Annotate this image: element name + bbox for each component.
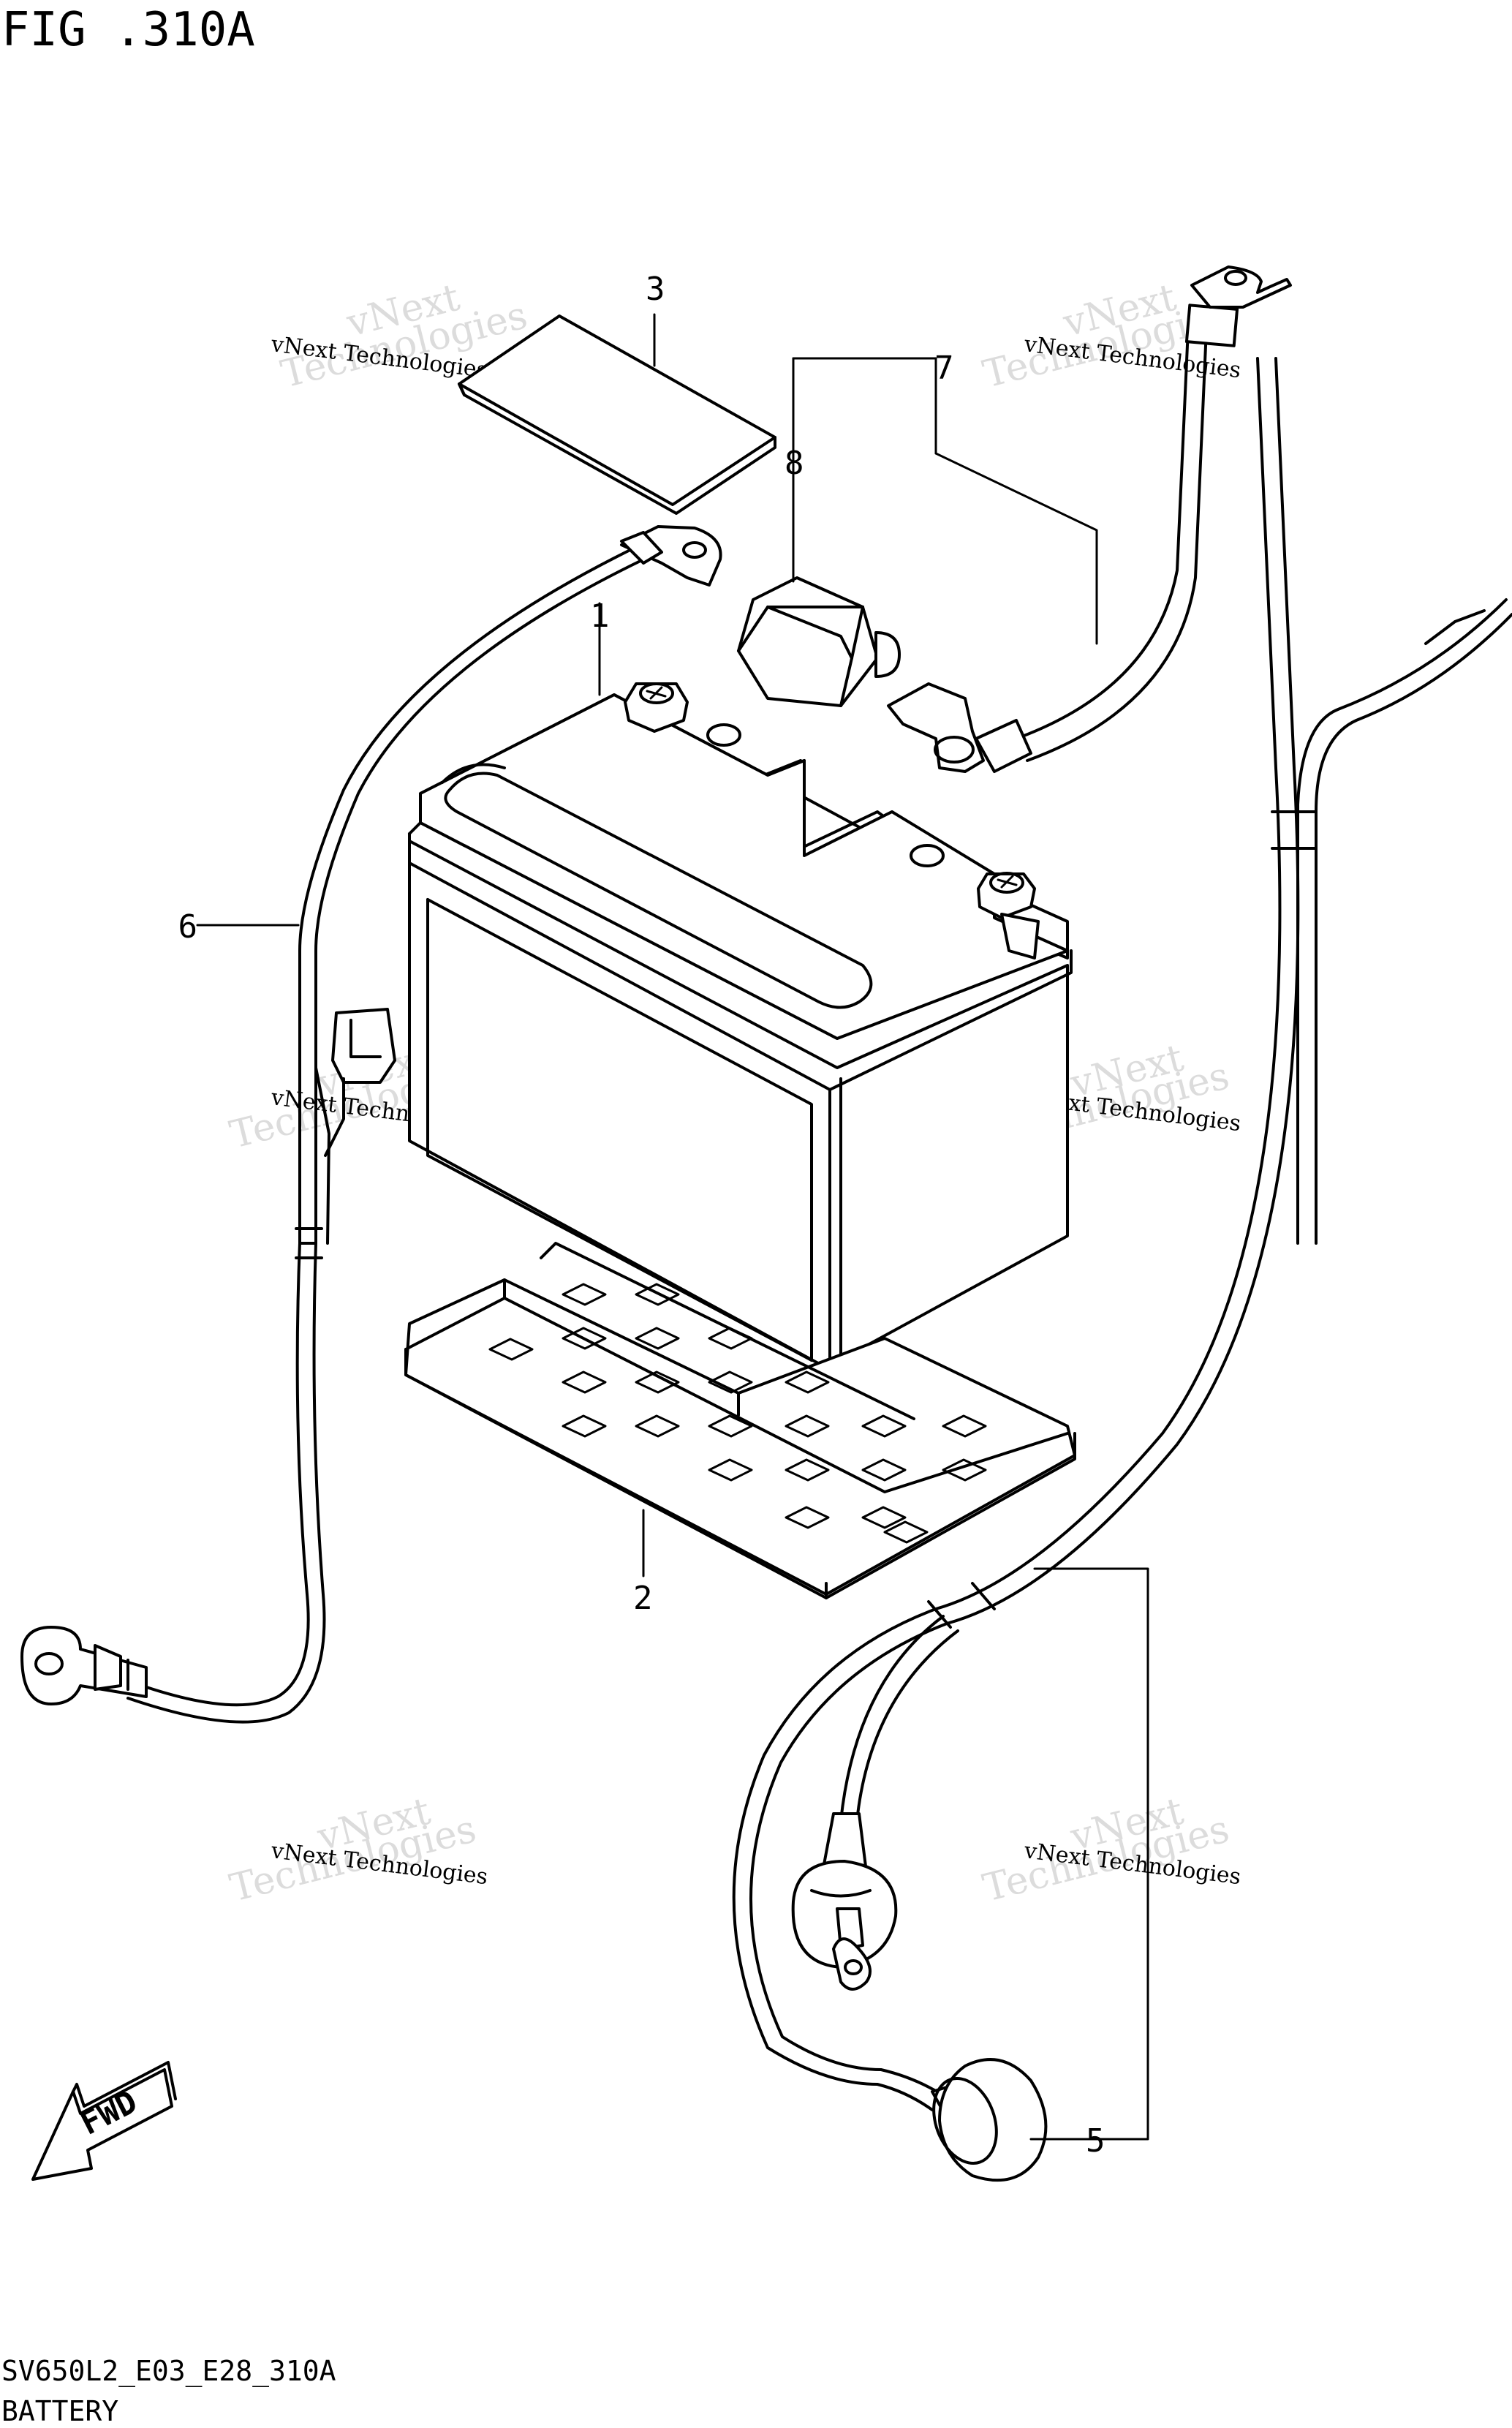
- callout-leaders: [196, 313, 1149, 2141]
- figure-title: FIG .310A: [1, 3, 255, 57]
- part-7-positive-cable: [887, 265, 1292, 773]
- callout-1: 1: [590, 597, 610, 635]
- part-2-battery-tray: [404, 1242, 1076, 1599]
- watermark: Technologies vNext vNext Technologies: [269, 276, 532, 397]
- fwd-direction-arrow: FWD: [31, 2061, 177, 2181]
- part-6-negative-cable: [20, 525, 722, 1724]
- watermark: Technologies vNext vNext Technologies: [979, 1790, 1242, 1911]
- watermark: Technologies vNext vNext Technologies: [226, 1790, 489, 1911]
- callout-6: 6: [178, 908, 198, 946]
- part-3-label-sheet: [458, 314, 776, 515]
- callout-8: 8: [785, 445, 804, 482]
- figure-caption: BATTERY: [1, 2395, 118, 2427]
- callout-2: 2: [633, 1580, 653, 1617]
- callouts: 3 1 6 7 8 2 5: [178, 271, 1105, 2160]
- callout-5: 5: [1086, 2122, 1105, 2160]
- tray-slots: [488, 1283, 987, 1544]
- callout-7: 7: [934, 350, 954, 387]
- part-8-terminal-cover: [737, 576, 901, 707]
- part-5-starter-cable-set: [732, 357, 1512, 2182]
- part-1-battery: [408, 682, 1073, 1369]
- figure-code: SV650L2_E03_E28_310A: [1, 2355, 336, 2388]
- callout-3: 3: [646, 271, 665, 308]
